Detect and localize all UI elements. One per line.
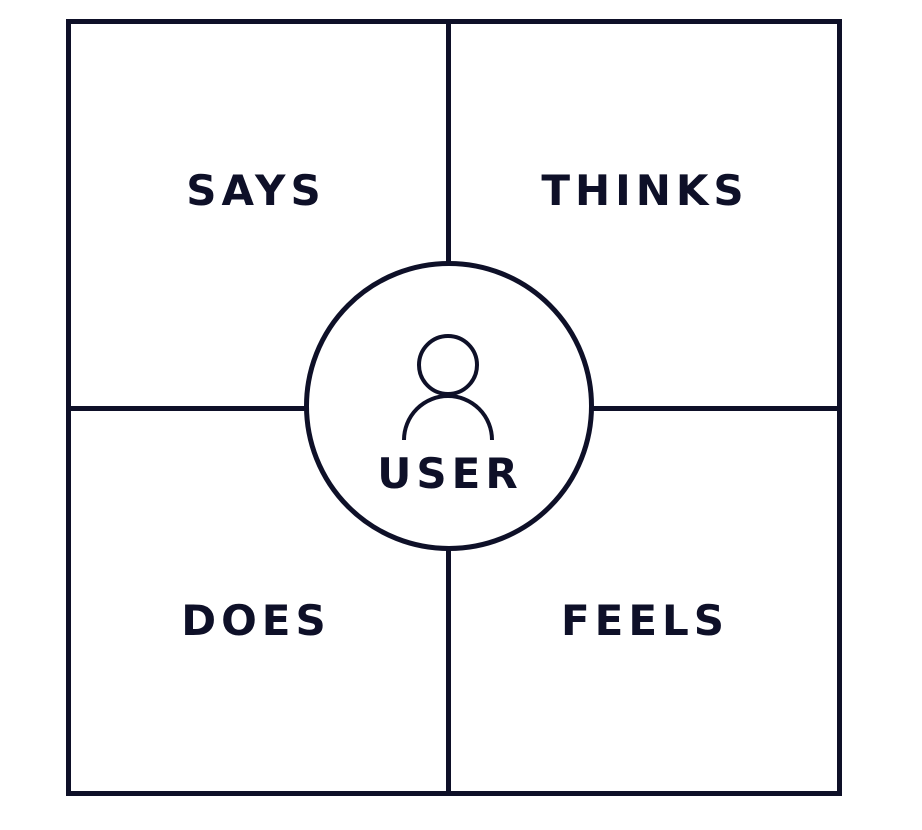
quadrant-feels-label: FEELS <box>560 596 730 645</box>
user-circle <box>304 261 594 551</box>
quadrant-does-label: DOES <box>181 596 331 645</box>
quadrant-says-label: SAYS <box>186 166 326 215</box>
quadrant-thinks-label: THINKS <box>541 166 749 215</box>
user-label: USER <box>377 449 523 498</box>
user-icon <box>402 334 494 441</box>
